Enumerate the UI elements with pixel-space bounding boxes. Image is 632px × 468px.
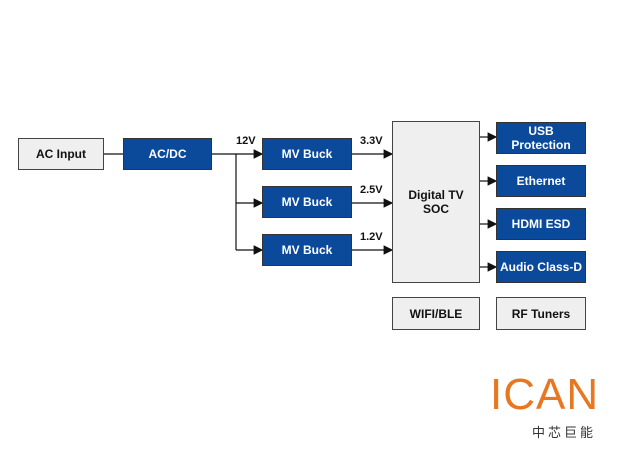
- logo-wordmark: ICAN: [490, 370, 600, 419]
- rf-tuners-block: RF Tuners: [496, 297, 586, 330]
- ican-logo: ICAN 中芯巨能: [490, 370, 606, 444]
- digital-tv-soc-block: Digital TV SOC: [392, 121, 480, 283]
- rail-3v3-label: 3.3V: [360, 135, 383, 147]
- logo-subtitle: 中芯巨能: [532, 426, 597, 441]
- audio-class-d-block: Audio Class-D: [496, 251, 586, 283]
- mv-buck-block-1: MV Buck: [262, 138, 352, 170]
- mv-buck-block-2: MV Buck: [262, 186, 352, 218]
- hdmi-esd-block: HDMI ESD: [496, 208, 586, 240]
- acdc-block: AC/DC: [123, 138, 212, 170]
- usb-protection-block: USB Protection: [496, 122, 586, 154]
- rail-12v-label: 12V: [236, 135, 256, 147]
- ethernet-block: Ethernet: [496, 165, 586, 197]
- wifi-ble-block: WIFI/BLE: [392, 297, 480, 330]
- rail-1v2-label: 1.2V: [360, 231, 383, 243]
- ac-input-block: AC Input: [18, 138, 104, 170]
- mv-buck-block-3: MV Buck: [262, 234, 352, 266]
- rail-2v5-label: 2.5V: [360, 184, 383, 196]
